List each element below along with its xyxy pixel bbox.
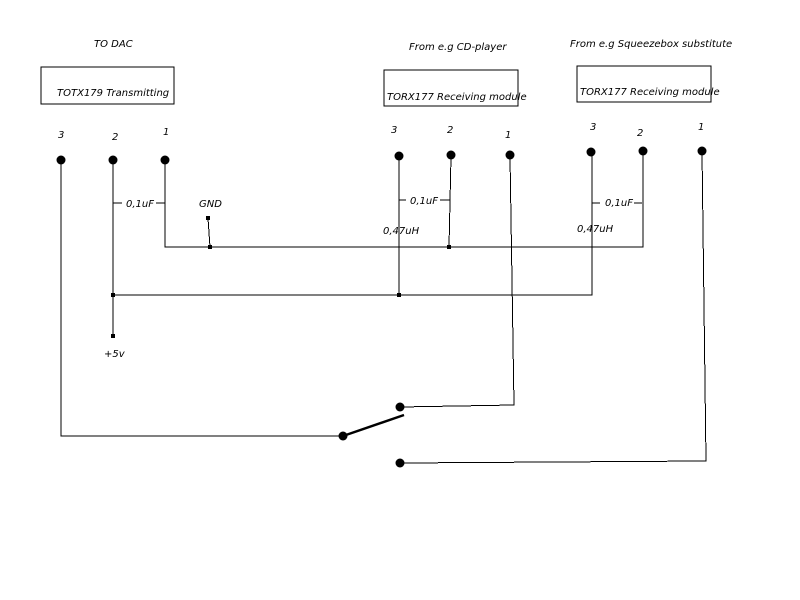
tx-pin-1-label: 1 xyxy=(163,127,169,138)
tx-pin-3-terminal xyxy=(56,155,66,165)
rx2-pin-3-terminal xyxy=(586,147,596,157)
rx1-pin-2-terminal xyxy=(446,150,456,160)
rx2-module: TORX177 Receiving module xyxy=(576,65,720,103)
switch-contact-cd-terminal xyxy=(395,402,405,412)
rx2-module-label: TORX177 Receiving module xyxy=(580,87,720,98)
rx2-pin-1-terminal xyxy=(697,146,707,156)
rx1-module-box xyxy=(383,69,519,107)
to-dac-label: TO DAC xyxy=(94,39,133,50)
gnd-label: GND xyxy=(199,199,222,210)
gnd-terminal xyxy=(206,216,210,220)
junction-vcc-rx1 xyxy=(397,293,401,297)
wire-rx2-pin1-switch xyxy=(399,150,707,464)
rx1-module-label: TORX177 Receiving module xyxy=(387,92,527,103)
rx1-pin-1-terminal xyxy=(505,150,515,160)
rx1-pin-1-label: 1 xyxy=(505,130,511,141)
wire-gnd-stub xyxy=(207,217,211,248)
wire-vcc-rail xyxy=(113,152,593,296)
tx-module: TOTX179 Transmitting xyxy=(40,66,175,105)
from-squeezebox-label: From e.g Squeezebox substitute xyxy=(570,39,732,50)
switch-contact-squeezebox-terminal xyxy=(395,458,405,468)
tx-pin-2-label: 2 xyxy=(112,132,118,143)
ind-rx2-label: 0,47uH xyxy=(577,224,614,235)
from-cd-label: From e.g CD-player xyxy=(409,42,507,53)
junction-gnd-rx1 xyxy=(447,245,451,249)
rx2-pin-2-label: 2 xyxy=(637,128,643,139)
cap-rx2-label: 0,1uF xyxy=(605,198,633,209)
vcc-label: +5v xyxy=(104,349,126,360)
junction-gnd-stub xyxy=(208,245,212,249)
vcc-terminal xyxy=(111,334,115,338)
rx1-pin-2-label: 2 xyxy=(447,125,453,136)
tx-pin-3-label: 3 xyxy=(58,130,64,141)
cap-rx1-label: 0,1uF xyxy=(410,196,438,207)
tx-module-box xyxy=(40,66,175,105)
junction-vcc-tx xyxy=(111,293,115,297)
rx1-pin-3-label: 3 xyxy=(391,125,397,136)
rx1-module: TORX177 Receiving module xyxy=(383,69,527,107)
tx-module-label: TOTX179 Transmitting xyxy=(57,88,169,99)
rx2-pin-3-label: 3 xyxy=(590,122,596,133)
rx2-pin-2-terminal xyxy=(638,146,648,156)
rx2-pin-1-label: 1 xyxy=(698,122,704,133)
wire-rx1-pin2-gnd xyxy=(448,155,452,248)
switch-common-terminal xyxy=(338,431,348,441)
rx1-pin-3-terminal xyxy=(394,151,404,161)
wire-rx1-pin1-switch xyxy=(399,155,515,408)
cap-tx-label: 0,1uF xyxy=(126,199,154,210)
wire-tx-pin3-to-switch xyxy=(60,160,343,437)
tx-pin-2-terminal xyxy=(108,155,118,165)
tx-pin-1-terminal xyxy=(160,155,170,165)
switch-lever xyxy=(342,413,405,438)
ind-rx1-label: 0,47uH xyxy=(383,226,420,237)
rx2-module-box xyxy=(576,65,712,103)
